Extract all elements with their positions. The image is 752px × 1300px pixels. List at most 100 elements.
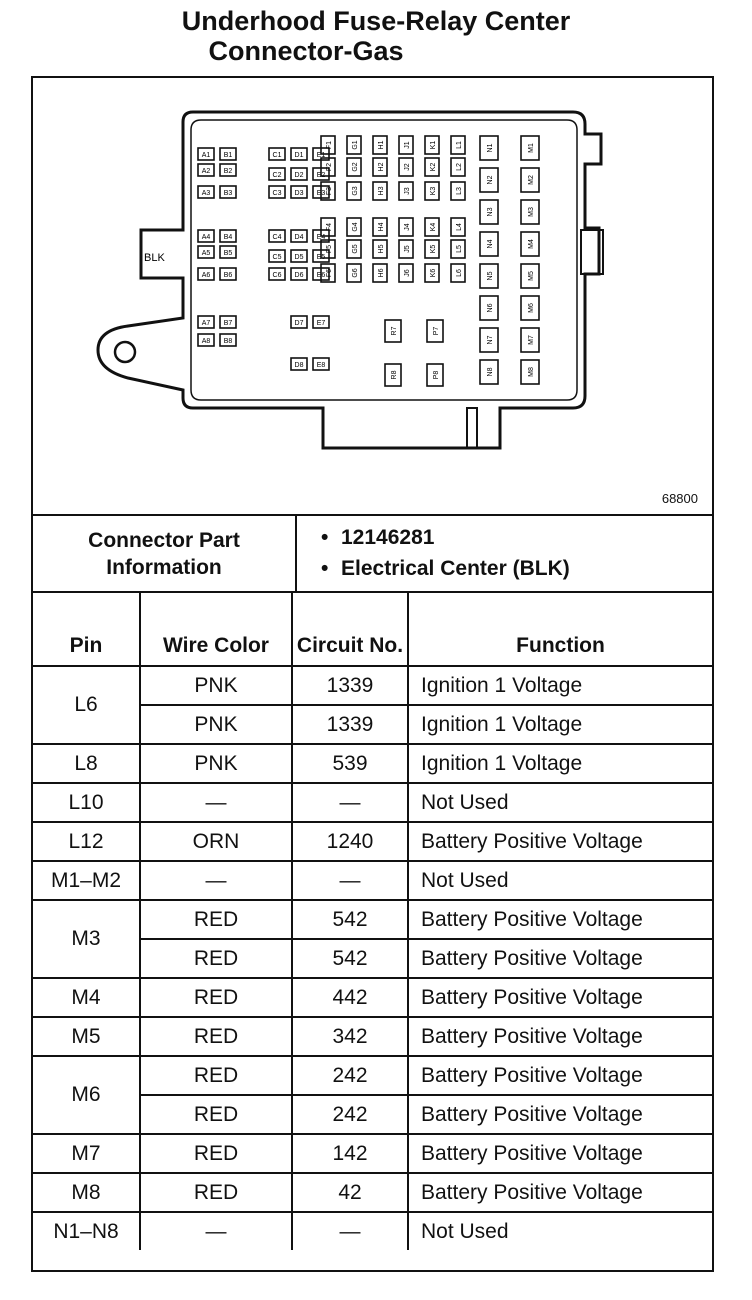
cavity-7-a: A8 <box>197 333 215 347</box>
cavity-5-f: F6 <box>320 263 336 283</box>
pin-cell: M7 <box>33 1133 141 1174</box>
cavity-3-k: K4 <box>424 217 440 237</box>
circuit-cell: 1240 <box>291 821 409 862</box>
wire-color-cell: RED <box>139 1133 293 1174</box>
svg-text:A6: A6 <box>202 272 211 279</box>
function-cell: Battery Positive Voltage <box>407 899 712 940</box>
circuit-cell: 542 <box>291 938 409 979</box>
cavity-1-p: P8 <box>426 363 444 387</box>
function-cell: Not Used <box>407 1211 712 1250</box>
cavity-0-k: K1 <box>424 135 440 155</box>
cavity-0-c: C1 <box>268 147 286 161</box>
svg-text:J3: J3 <box>404 187 411 195</box>
cavity-6-d: D7 <box>290 315 308 329</box>
svg-text:N8: N8 <box>487 367 494 376</box>
cavity-2-j: J3 <box>398 181 414 201</box>
svg-text:K4: K4 <box>430 223 437 232</box>
svg-text:M8: M8 <box>528 367 535 377</box>
cavity-1-f: F2 <box>320 157 336 177</box>
cavity-0-j: J1 <box>398 135 414 155</box>
svg-text:E8: E8 <box>317 362 326 369</box>
svg-text:R7: R7 <box>391 326 398 335</box>
header-circuit-no: Circuit No. <box>291 593 409 667</box>
cavity-3-c: C4 <box>268 229 286 243</box>
svg-text:J6: J6 <box>404 269 411 277</box>
table-row: N1–N8——Not Used <box>33 1211 712 1250</box>
circuit-cell: 539 <box>291 743 409 784</box>
connector-part-information: Connector Part Information 12146281 Elec… <box>33 516 712 593</box>
svg-text:E1: E1 <box>317 152 326 159</box>
cavity-5-j: J6 <box>398 263 414 283</box>
svg-text:H5: H5 <box>378 244 385 253</box>
svg-text:B7: B7 <box>224 320 233 327</box>
housing-inner-outline <box>190 119 578 401</box>
cavity-5-h: H6 <box>372 263 388 283</box>
svg-text:A4: A4 <box>202 234 211 241</box>
wire-color-cell: PNK <box>139 743 293 784</box>
cavity-1-n: N2 <box>479 167 499 193</box>
function-cell: Not Used <box>407 860 712 901</box>
svg-text:A5: A5 <box>202 250 211 257</box>
cavity-4-l: L5 <box>450 239 466 259</box>
function-cell: Battery Positive Voltage <box>407 1172 712 1213</box>
cavity-2-a: A3 <box>197 185 215 199</box>
cavity-3-g: G4 <box>346 217 362 237</box>
cavity-0-b: B1 <box>219 147 237 161</box>
svg-text:R8: R8 <box>391 370 398 379</box>
housing-outline <box>96 110 603 450</box>
svg-text:M5: M5 <box>528 271 535 281</box>
svg-text:K6: K6 <box>430 269 437 278</box>
cavity-1-c: C2 <box>268 167 286 181</box>
cavity-3-n: N4 <box>479 231 499 257</box>
svg-text:P7: P7 <box>433 327 440 336</box>
svg-text:M6: M6 <box>528 303 535 313</box>
svg-text:C6: C6 <box>273 272 282 279</box>
svg-text:D5: D5 <box>295 254 304 261</box>
wire-color-cell: RED <box>139 977 293 1018</box>
cavity-6-n: N7 <box>479 327 499 353</box>
cavity-5-m: M6 <box>520 295 540 321</box>
circuit-cell: — <box>291 782 409 823</box>
part-number: 12146281 <box>297 522 570 553</box>
wire-color-cell: — <box>139 1211 293 1250</box>
svg-text:A3: A3 <box>202 190 211 197</box>
svg-text:L1: L1 <box>456 141 463 149</box>
pin-cell: M4 <box>33 977 141 1018</box>
svg-text:D2: D2 <box>295 172 304 179</box>
cavity-5-k: K6 <box>424 263 440 283</box>
pin-cell: M3 <box>33 899 141 979</box>
wire-color-cell: RED <box>139 1055 293 1096</box>
cavity-4-m: M5 <box>520 263 540 289</box>
table-row: M1–M2——Not Used <box>33 860 712 901</box>
svg-text:J2: J2 <box>404 163 411 171</box>
circuit-cell: — <box>291 1211 409 1250</box>
svg-text:F5: F5 <box>326 245 333 253</box>
header-wire-color: Wire Color <box>139 593 293 667</box>
circuit-cell: 342 <box>291 1016 409 1057</box>
wire-color-cell: RED <box>139 1172 293 1213</box>
cavity-3-a: A4 <box>197 229 215 243</box>
circuit-cell: 1339 <box>291 704 409 745</box>
svg-text:M7: M7 <box>528 335 535 345</box>
svg-text:L3: L3 <box>456 187 463 195</box>
mounting-hole <box>113 340 137 364</box>
wire-color-cell: ORN <box>139 821 293 862</box>
function-cell: Battery Positive Voltage <box>407 821 712 862</box>
connector-description: Electrical Center (BLK) <box>297 553 570 584</box>
cavity-6-a: A7 <box>197 315 215 329</box>
svg-text:G2: G2 <box>352 162 359 171</box>
svg-text:A2: A2 <box>202 168 211 175</box>
svg-text:J4: J4 <box>404 223 411 231</box>
svg-text:K1: K1 <box>430 141 437 150</box>
cavity-7-d: D8 <box>290 357 308 371</box>
cavity-1-k: K2 <box>424 157 440 177</box>
function-cell: Battery Positive Voltage <box>407 1094 712 1135</box>
cavity-2-k: K3 <box>424 181 440 201</box>
pin-cell: M6 <box>33 1055 141 1135</box>
